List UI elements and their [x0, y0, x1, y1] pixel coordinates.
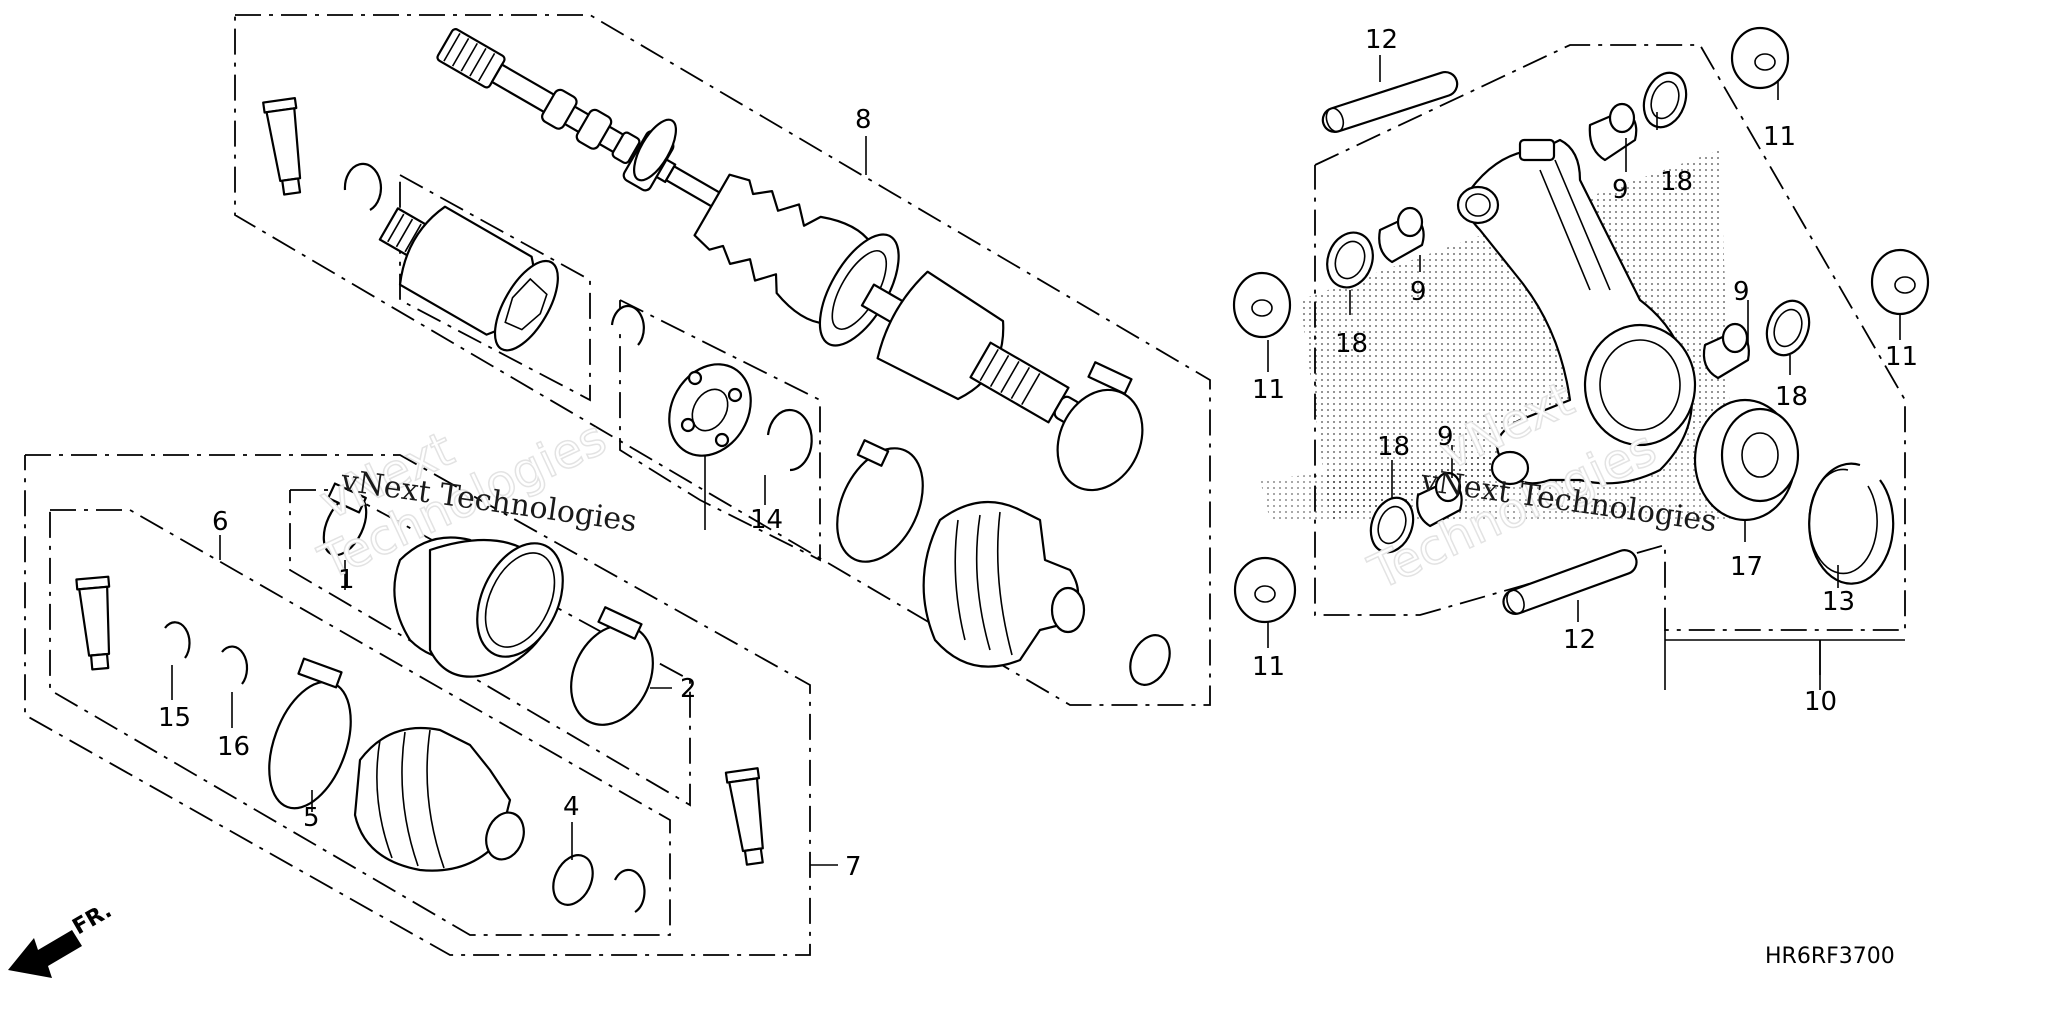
callout-8: 8 [855, 105, 872, 135]
circlip-lower [614, 868, 646, 913]
callout-6: 6 [212, 507, 229, 537]
grease-tube-top [262, 97, 302, 196]
callout-11-c: 11 [1885, 342, 1918, 372]
bearing-cage [668, 363, 752, 457]
circlip-joint [610, 304, 645, 346]
callout-7: 7 [845, 852, 862, 882]
callout-labels: 8 12 9 18 11 9 18 11 9 18 11 9 18 17 13 … [158, 25, 1918, 882]
cap-11-left-upper [1232, 271, 1292, 339]
pin-12-top [1321, 70, 1459, 134]
callout-5: 5 [303, 803, 320, 833]
outline-inner-joint [619, 299, 821, 562]
circlip-top [343, 162, 383, 211]
callout-11-d: 11 [1252, 652, 1285, 682]
diagram-code: HR6RF3700 [1765, 944, 1895, 969]
seal-18-d [1369, 496, 1415, 554]
callout-14: 14 [750, 505, 783, 535]
callout-11-b: 11 [1252, 375, 1285, 405]
leader-lines [171, 55, 1905, 866]
callout-12-bottom: 12 [1563, 625, 1596, 655]
boot-kit-upper [322, 482, 654, 726]
callout-10: 10 [1804, 687, 1837, 717]
callout-15: 15 [158, 703, 191, 733]
front-label: FR. [69, 898, 117, 940]
front-direction-indicator: FR. [8, 898, 116, 978]
outline-outer-joint [399, 174, 591, 402]
outer-joint-housing [378, 205, 559, 352]
callout-17: 17 [1730, 552, 1763, 582]
group-outlines [24, 14, 1906, 956]
bearing-17 [1693, 398, 1800, 522]
seal-18-a [1642, 71, 1688, 129]
pin-12-bottom [1502, 549, 1638, 615]
front-arrow-icon [8, 930, 82, 978]
bushing-9-d [1416, 471, 1463, 528]
outline-kit-7 [24, 454, 811, 956]
callout-4: 4 [563, 792, 580, 822]
cap-11-left-lower [1233, 556, 1297, 624]
callout-18-d: 18 [1377, 432, 1410, 462]
callout-9-b: 9 [1410, 277, 1427, 307]
callout-9-c: 9 [1733, 277, 1750, 307]
cap-11-top-right [1730, 26, 1790, 90]
circlip-16 [221, 645, 249, 685]
circlip-14 [766, 408, 813, 472]
outline-boot-kit [289, 489, 691, 807]
callout-9-d: 9 [1437, 422, 1454, 452]
bushing-9-a [1588, 102, 1638, 162]
callout-18-a: 18 [1660, 167, 1693, 197]
cap-11-right-mid [1870, 248, 1930, 316]
bushing-9-c [1702, 322, 1750, 380]
seal-18-c [1765, 299, 1811, 357]
callout-13: 13 [1822, 587, 1855, 617]
callout-11-a: 11 [1763, 122, 1796, 152]
outline-shaft-assembly-8 [234, 14, 1211, 706]
callout-16: 16 [217, 732, 250, 762]
callout-1: 1 [338, 565, 355, 595]
callout-18-c: 18 [1775, 382, 1808, 412]
outline-knuckle-10 [1314, 44, 1906, 631]
callout-12-top: 12 [1365, 25, 1398, 55]
knuckle-assembly [1260, 138, 1730, 520]
boot-inner [836, 361, 1171, 686]
callout-2: 2 [680, 674, 697, 704]
bushing-9-b [1378, 206, 1425, 264]
outline-kit-6 [49, 509, 671, 936]
callout-18-b: 18 [1335, 329, 1368, 359]
callout-9-a: 9 [1612, 175, 1629, 205]
driveshaft-assembly [436, 28, 1081, 425]
circlip-15 [164, 621, 191, 659]
boot-kit-lower [75, 575, 764, 913]
